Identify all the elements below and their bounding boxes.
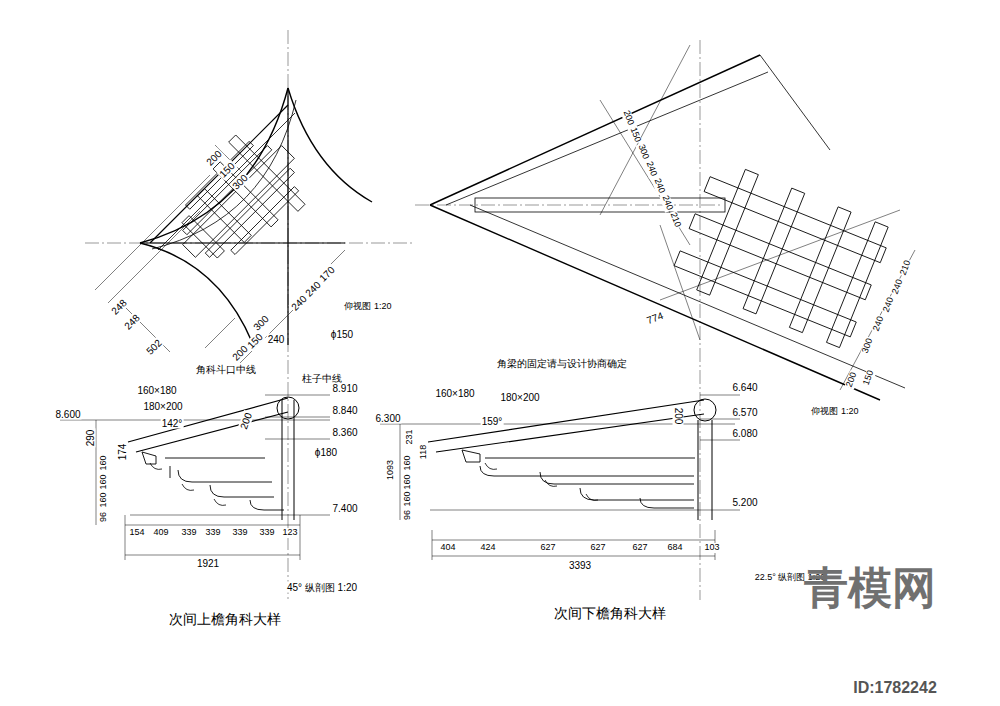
watermark: 青模网 — [803, 564, 937, 612]
dimension-label: 180×200 — [499, 392, 540, 403]
dimension-label: 170 — [317, 264, 338, 285]
dimension-label: 200 — [204, 148, 225, 169]
dimension-label: 339 — [231, 528, 248, 538]
dimension-label: 200 — [620, 108, 635, 127]
dimension-label: 123 — [281, 528, 298, 538]
dimension-label: 424 — [479, 543, 496, 553]
dimension-label: 150 — [861, 368, 876, 387]
dimension-label: 6.640 — [731, 382, 758, 393]
dimension-label: 240 — [659, 193, 674, 212]
dimension-label: 160 — [403, 490, 413, 507]
drawing-title: 次间上檐角科大样 — [168, 612, 282, 627]
dimension-label: 339 — [180, 528, 197, 538]
dimension-label: ϕ150 — [330, 329, 354, 340]
dimension-label: 404 — [439, 543, 456, 553]
dimension-label: 339 — [204, 528, 221, 538]
dimension-label: 200 — [238, 410, 255, 431]
dimension-label: 159° — [481, 416, 504, 427]
dimension-label: 1921 — [196, 558, 220, 569]
dimension-label: 160 — [99, 454, 109, 471]
dimension-label: 6.080 — [731, 428, 758, 439]
dimension-label: 150 — [627, 125, 642, 144]
lower-eave-plan — [430, 45, 915, 400]
dimension-label: 210 — [898, 258, 913, 277]
dimension-label: 627 — [631, 543, 648, 553]
dimension-label: 160 — [99, 473, 109, 490]
dimension-label: 627 — [539, 543, 556, 553]
dimension-label: 502 — [144, 337, 165, 358]
dimension-label: 6.570 — [731, 407, 758, 418]
dimension-label: 240 — [871, 314, 886, 333]
dimension-label: 1093 — [386, 459, 396, 481]
dimension-label: 6.300 — [374, 413, 401, 424]
dimension-label: 160×180 — [434, 388, 475, 399]
dimension-label: 160 — [403, 473, 413, 490]
dimension-label: 45° 纵剖图 1:20 — [286, 582, 358, 593]
dimension-label: 160 — [99, 491, 109, 508]
dimension-label: 174 — [117, 443, 128, 462]
dimension-label: 240 — [643, 159, 658, 178]
dimension-label: 5.200 — [731, 497, 758, 508]
dimension-label: 142° — [161, 418, 184, 429]
dimension-label: 角梁的固定请与设计协商确定 — [496, 358, 628, 369]
dimension-label: 仰视图 1:20 — [343, 302, 392, 312]
dimension-label: 240 — [267, 334, 286, 345]
dimension-label: 7.400 — [331, 503, 358, 514]
dimension-label: 684 — [666, 543, 683, 553]
dimension-label: 160 — [403, 454, 413, 471]
dimension-label: 8.600 — [54, 409, 81, 420]
dimension-label: 627 — [589, 543, 606, 553]
dimension-label: 96 — [403, 509, 413, 521]
dimension-label: 8.840 — [331, 405, 358, 416]
dimension-label: 290 — [85, 429, 96, 448]
dimension-label: 180×200 — [142, 401, 183, 412]
dimension-label: 300 — [860, 336, 875, 355]
dimension-label: 角科斗口中线 — [195, 364, 257, 375]
drawing-title: 次间下檐角科大样 — [553, 606, 667, 621]
dimension-label: 8.910 — [331, 383, 358, 394]
dimension-label: ϕ180 — [314, 447, 338, 458]
dimension-label: 248 — [122, 312, 143, 333]
dimension-label: 仰视图 1:20 — [810, 407, 859, 417]
lower-eave-section — [380, 395, 740, 560]
dimension-label: 118 — [419, 444, 429, 460]
dimension-label: 300 — [635, 142, 650, 161]
dimension-label: 96 — [99, 511, 109, 523]
dimension-label: 8.360 — [331, 427, 358, 438]
dimension-label: 154 — [128, 528, 145, 538]
dimension-label: 240 — [651, 176, 666, 195]
dimension-label: 3393 — [568, 560, 592, 571]
upper-eave-section — [60, 395, 330, 560]
center-lines — [85, 30, 720, 600]
dimension-label: 103 — [703, 543, 720, 553]
dimension-label: 774 — [644, 310, 665, 327]
upper-eave-plan — [95, 88, 372, 363]
watermark: ID:1782242 — [852, 679, 938, 697]
dimension-label: 339 — [258, 528, 275, 538]
dimension-label: 409 — [152, 528, 169, 538]
dimension-label: 200 — [673, 407, 684, 426]
dimension-label: 231 — [405, 428, 415, 445]
dimension-label: 240 — [890, 277, 905, 296]
dimension-label: 240 — [881, 295, 896, 314]
dimension-label: 200 — [844, 370, 859, 389]
dimension-label: 210 — [667, 210, 682, 229]
dimension-label: 160×180 — [136, 385, 177, 396]
dimension-label: 300 — [251, 313, 272, 334]
